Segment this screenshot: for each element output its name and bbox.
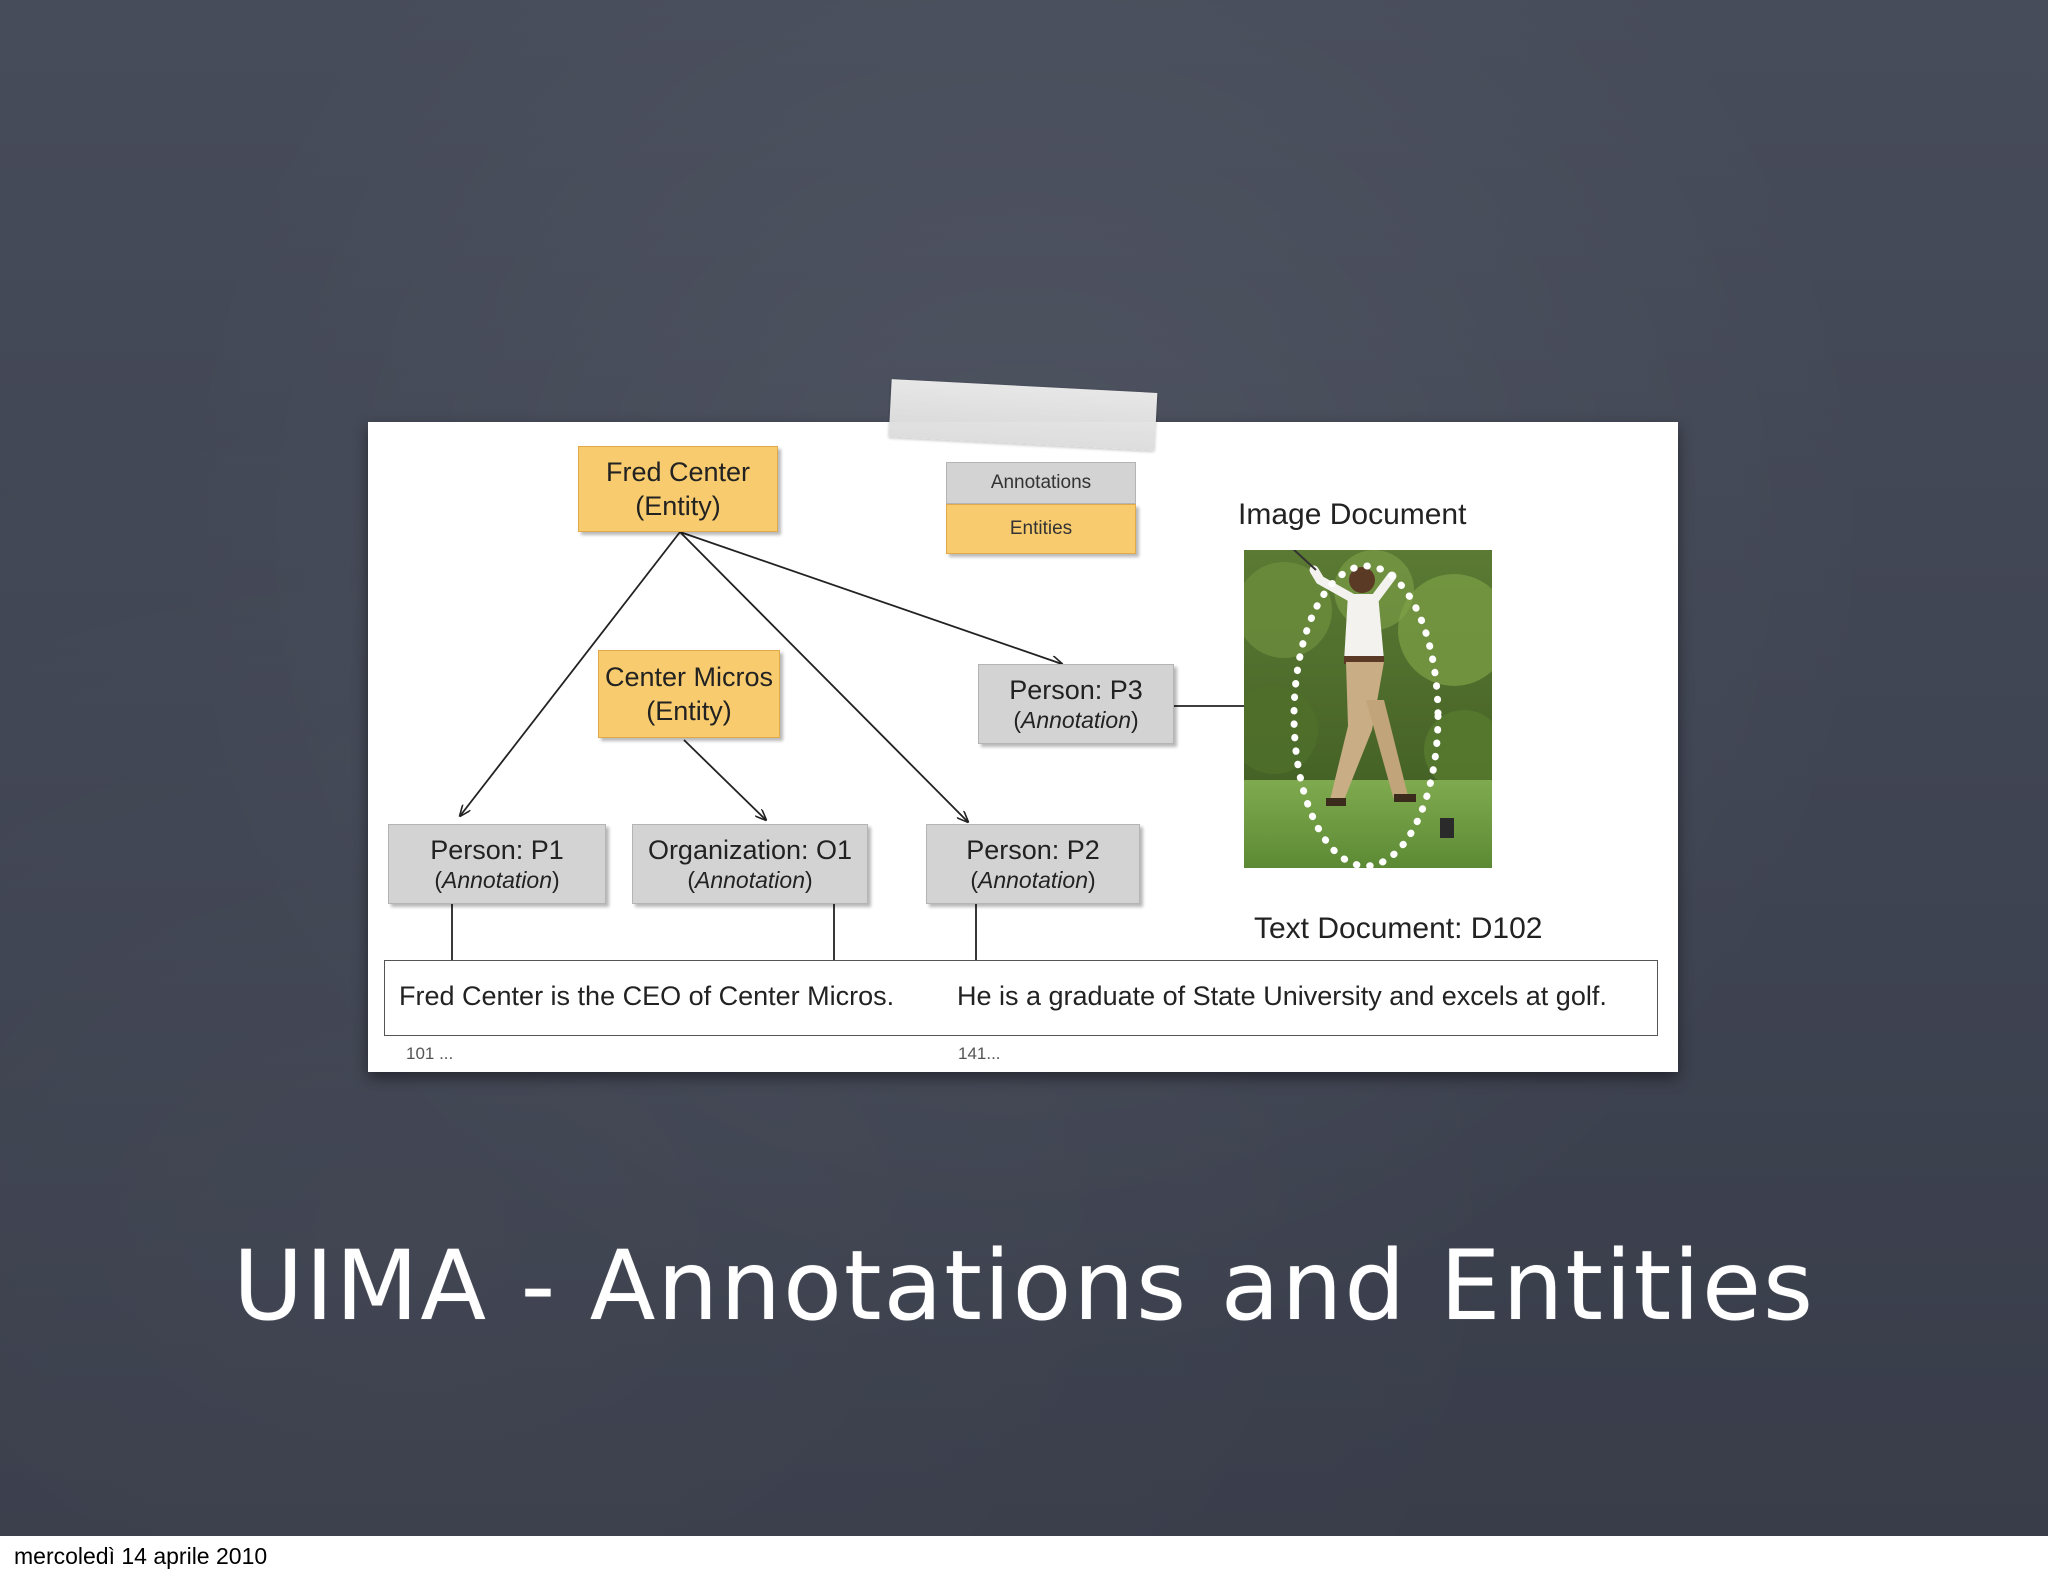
annotation-organization-o1-type: (Annotation)	[687, 867, 813, 893]
arrow-fred-to-p3	[679, 531, 1062, 664]
entity-fred-center-name: Fred Center	[605, 457, 751, 487]
text-offset-141: 141...	[958, 1044, 1001, 1063]
arrow-center-micros-to-o1	[683, 739, 766, 820]
entity-center-micros-name: Center Micros	[604, 662, 774, 692]
text-offset-101: 101 ...	[406, 1044, 454, 1063]
image-document-label: Image Document	[1238, 498, 1467, 531]
text-document-sentence-2: He is a graduate of State University and…	[957, 981, 1607, 1011]
entity-fred-center-type: (Entity)	[635, 491, 721, 521]
footer-date: mercoledì 14 aprile 2010	[14, 1543, 268, 1569]
text-document-sentence-1: Fred Center is the CEO of Center Micros.	[399, 981, 895, 1011]
annotation-person-p2-type: (Annotation)	[970, 867, 1096, 893]
arrow-fred-to-p2	[679, 531, 968, 822]
key-entities: Entities	[946, 504, 1136, 554]
annotation-organization-o1: Organization: O1 (Annotation)	[632, 824, 868, 904]
annotation-person-p1-type: (Annotation)	[434, 867, 560, 893]
footer-strip	[0, 1536, 2048, 1576]
slide-title: UIMA - Annotations and Entities	[232, 1230, 1816, 1342]
annotation-person-p3-name: Person: P3	[1009, 675, 1143, 705]
entity-center-micros-type: (Entity)	[646, 696, 732, 726]
annotation-person-p1-name: Person: P1	[430, 835, 564, 865]
annotation-person-p3-type: (Annotation)	[1013, 707, 1139, 733]
diagram-figure: Annotations Entities Fred Center (Entity…	[368, 422, 1678, 1072]
arrow-fred-to-p1	[460, 531, 681, 816]
text-document-box: Fred Center is the CEO of Center Micros.…	[384, 960, 1658, 1036]
key-annotations-label: Annotations	[990, 472, 1092, 493]
golfer-photo	[1244, 550, 1492, 868]
entity-fred-center: Fred Center (Entity)	[578, 446, 778, 532]
annotation-person-p2-name: Person: P2	[966, 835, 1100, 865]
annotation-person-p1: Person: P1 (Annotation)	[388, 824, 606, 904]
key-annotations: Annotations	[946, 462, 1136, 504]
annotation-person-p2: Person: P2 (Annotation)	[926, 824, 1140, 904]
annotation-organization-o1-name: Organization: O1	[647, 835, 853, 865]
entity-center-micros: Center Micros (Entity)	[598, 650, 780, 738]
text-document-label: Text Document: D102	[1254, 912, 1543, 945]
key-entities-label: Entities	[1009, 518, 1073, 539]
annotation-person-p3: Person: P3 (Annotation)	[978, 664, 1174, 744]
